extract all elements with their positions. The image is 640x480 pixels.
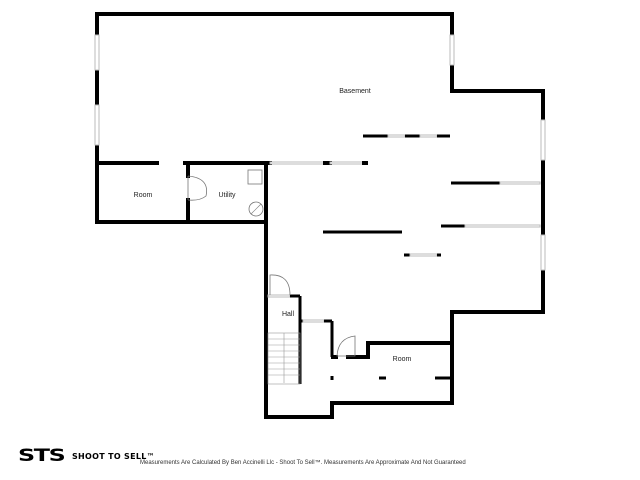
label-hall: Hall	[282, 311, 295, 318]
label-room-left: Room	[134, 192, 153, 199]
room-labels: Basement Room Utility Hall Room	[134, 88, 412, 363]
label-room-bottom: Room	[393, 356, 412, 363]
exterior-walls	[95, 12, 545, 419]
utility-door-icon	[187, 175, 207, 201]
hall-door-icon	[269, 274, 291, 296]
water-heater-icon	[248, 201, 264, 217]
label-basement: Basement	[339, 88, 371, 95]
brand-logo: STS SHOOT TO SELL™	[18, 446, 155, 466]
disclaimer: Measurements Are Calculated By Ben Accin…	[140, 460, 466, 466]
fixtures	[247, 169, 264, 217]
label-utility: Utility	[218, 192, 236, 199]
utility-sink-icon	[247, 169, 263, 185]
room-door-icon	[336, 335, 356, 357]
windows	[94, 34, 546, 271]
interior-walls	[95, 134, 541, 384]
stairs	[267, 332, 301, 385]
brand-name: SHOOT TO SELL™	[72, 451, 155, 461]
sts-logo: STS	[18, 446, 66, 466]
doors	[187, 175, 356, 357]
